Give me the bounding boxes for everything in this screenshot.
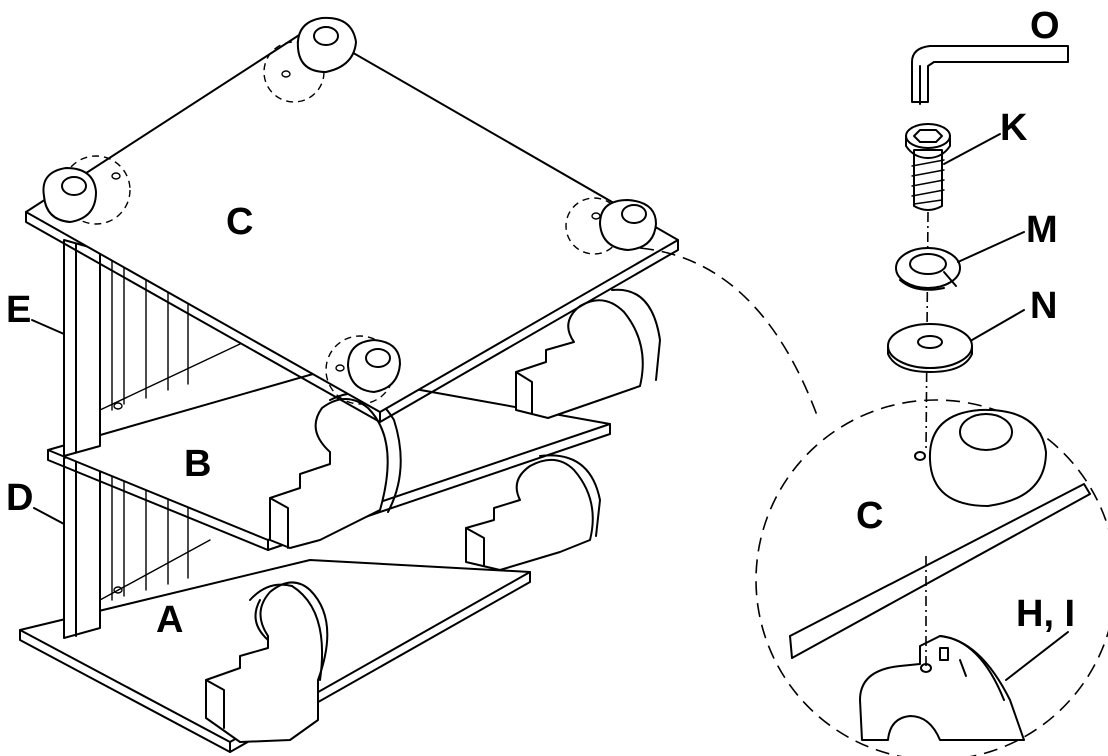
label-middle-shelf: B <box>184 443 211 485</box>
leg-top-rear <box>515 288 661 419</box>
knob-back <box>263 16 357 103</box>
detail-callout-leader <box>639 247 819 419</box>
knob-front <box>325 335 401 405</box>
label-detail-shelf: C <box>856 495 883 537</box>
screw <box>905 123 951 211</box>
detail-view <box>755 399 1108 756</box>
knob-right <box>565 197 657 255</box>
side-panel-e <box>63 239 241 457</box>
label-side-panel-d: D <box>6 477 33 519</box>
label-detail-leg: H, I <box>1016 593 1075 635</box>
label-screw: K <box>1000 107 1028 149</box>
label-lock-washer: M <box>1026 209 1058 251</box>
label-bottom-shelf: A <box>156 599 183 641</box>
leg-top-front <box>269 392 402 549</box>
knob-left <box>42 155 131 225</box>
label-flat-washer: N <box>1030 285 1057 327</box>
label-side-panel-e: E <box>6 289 31 331</box>
hex-key <box>911 45 1069 105</box>
flat-washer <box>887 323 973 373</box>
leg-bottom-front <box>205 581 329 743</box>
shelf-c <box>25 27 679 423</box>
label-hex-key: O <box>1030 5 1060 47</box>
label-top-shelf: C <box>226 201 253 243</box>
leader-lines <box>31 133 1069 681</box>
leg-bottom-rear <box>465 454 601 571</box>
lock-washer <box>895 247 961 291</box>
